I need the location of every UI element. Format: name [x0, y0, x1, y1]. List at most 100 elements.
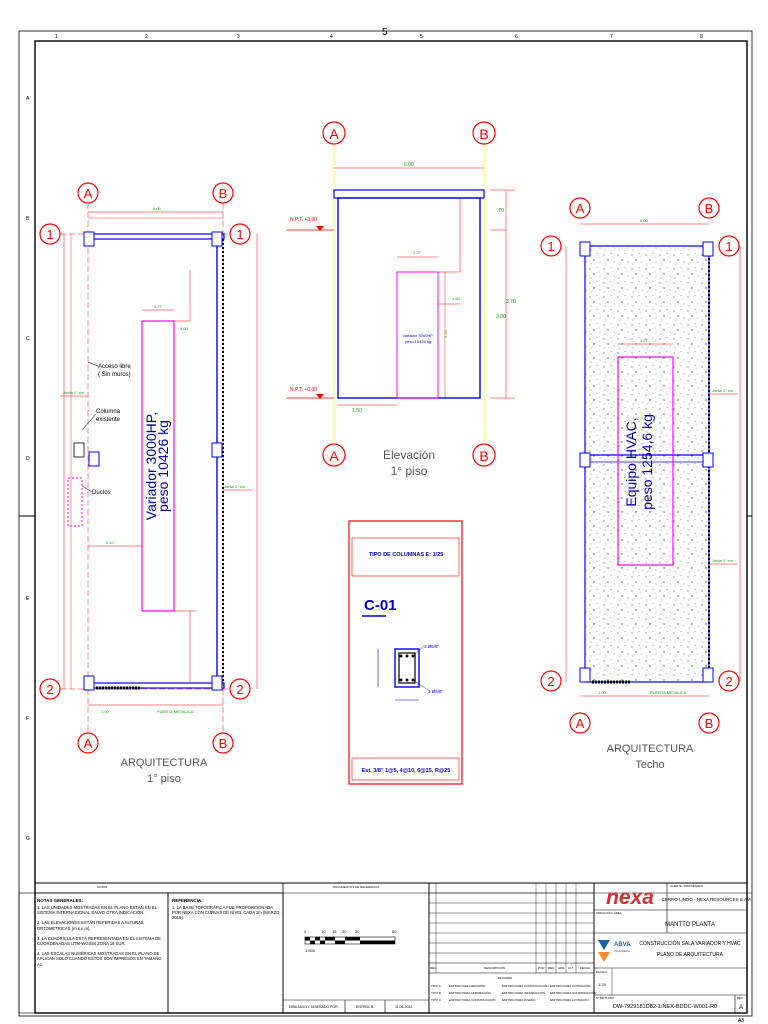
svg-text:B: B — [705, 201, 714, 216]
grid-top-mark: 5 — [382, 27, 388, 38]
scale-label: 1:500 — [305, 948, 316, 953]
escala-value: 1:25 — [598, 982, 607, 987]
elev-subtitle: 1° piso — [391, 464, 428, 478]
axis-b-bottom: B — [212, 732, 234, 754]
svg-text:TIPO C: TIPO C — [431, 998, 442, 1002]
dwg-small: N° DE PLANO — [596, 996, 615, 1000]
svg-text:50: 50 — [392, 929, 397, 934]
grid-row-b: B — [26, 216, 30, 222]
area-name: MANTTO PLANTA — [665, 922, 715, 928]
elev-dim-top-right: .70 — [497, 208, 504, 214]
grid-row-a: A — [26, 96, 30, 102]
svg-text:A: A — [329, 126, 339, 142]
grid-col-3: 3 — [237, 34, 240, 40]
plan2-title: ARQUITECTURA — [607, 743, 694, 755]
notes-header: NOTAS GENERALES: — [37, 898, 84, 903]
door-label: PUERTA METALICA — [157, 709, 194, 714]
label-acceso-1: Acceso libre — [98, 364, 131, 370]
svg-text:EMITIDO PARA CONSTRUCCIÓN: EMITIDO PARA CONSTRUCCIÓN — [550, 990, 596, 995]
elev-axis-b-top: B — [472, 121, 496, 145]
column-detail: TIPO DE COLUMNAS E: 1/25 C-01 3 Ø5/8" 3 … — [348, 520, 463, 785]
label-left-red: Junta 1" cm — [63, 390, 85, 395]
equipment-label-2: peso 10426 kg — [155, 420, 171, 512]
svg-text:POR: POR — [538, 966, 545, 970]
svg-text:A: A — [329, 448, 339, 464]
area-small: UBICACIÓN / ÁREA — [596, 910, 622, 915]
roof-axis-b-top: B — [698, 197, 720, 219]
grid-row-c: C — [26, 336, 30, 342]
revision-table: REV. DESCRIPCIÓN POR REV. APR. CLT. FECH… — [428, 882, 596, 1014]
elevation-first-floor: A B A B 5.00 Variador 3000HP, peso 10426… — [286, 121, 516, 478]
roof-equipment-label-2: peso 1254,6 kg — [639, 414, 655, 510]
plan1-title: ARQUITECTURA — [121, 757, 208, 769]
grid-row-d: D — [26, 456, 30, 462]
dim-side: 3.00 — [180, 326, 189, 331]
column-bars-bottom: 3 Ø5/8" — [428, 689, 444, 694]
svg-text:REV.: REV. — [548, 966, 555, 970]
ref-1: 1. LA BASE TOPOGRÁFICA FUE PROPORCIONADA… — [172, 905, 281, 921]
svg-text:10: 10 — [321, 929, 326, 934]
axis-2-right: 2 — [229, 678, 251, 700]
project-title-1: CONSTRUCCIÓN SALA VARIADOR Y HVAC — [639, 940, 741, 947]
dim-bottom: 1.00 — [101, 709, 110, 714]
svg-text:CLT.: CLT. — [568, 966, 574, 970]
svg-text:B: B — [219, 186, 228, 201]
abva-logo: ABVA INGENIERÍA — [598, 940, 631, 962]
column-bars-top: 3 Ø5/8" — [424, 644, 440, 649]
svg-text:A: A — [576, 201, 585, 216]
svg-text:2: 2 — [236, 682, 243, 697]
grid-col-7: 7 — [610, 34, 613, 40]
roof-label-right-2: Junta 1" cm — [712, 558, 734, 563]
roof-axis-a-top: A — [569, 197, 591, 219]
grid-col-2: 2 — [145, 34, 148, 40]
dim-top: 5.00 — [153, 206, 162, 211]
elev-dim-3: 3.00 — [496, 314, 506, 320]
grid-row-g: G — [26, 836, 30, 842]
svg-text:1: 1 — [46, 227, 53, 242]
svg-text:EMITIDO PARA CONSTRUCCIÓN: EMITIDO PARA CONSTRUCCIÓN — [502, 983, 548, 988]
grid-markers: 1 2 3 4 5 5 6 7 8 A B C D E F G — [19, 27, 752, 842]
grid-col-8: 8 — [700, 34, 703, 40]
elev-dim-150-right: 1.50 — [452, 296, 461, 301]
elev-npt-bottom: N.P.T. +0.00 — [290, 387, 317, 393]
axis-b-top: B — [212, 182, 234, 204]
revision-label: REVISIÓN — [498, 975, 512, 980]
roof-axis-2-right: 2 — [718, 670, 740, 692]
svg-text:2: 2 — [725, 674, 732, 689]
client-name: CERRO LINDO - NEXA RESOURCES S.A.A. — [661, 897, 752, 902]
axis-a-top: A — [77, 182, 99, 204]
svg-text:EMITIDO PARA LICITACIÓN: EMITIDO PARA LICITACIÓN — [550, 997, 589, 1002]
svg-text:EMITIDO PARA COTIZACIÓN: EMITIDO PARA COTIZACIÓN — [550, 983, 590, 988]
label-acceso-2: ( Sin muros) — [98, 372, 131, 378]
note-2: 2. LAS ELEVACIONES ESTÁN REFERIDAS A ALT… — [37, 920, 144, 931]
elev-axis-b-bottom: B — [472, 443, 496, 467]
roof-dim-top: 5.00 — [640, 218, 649, 223]
note-3: 3. LA CUADRÍCULA ESTÁ REPRESENTADA EN EL… — [37, 935, 162, 947]
svg-text:1: 1 — [547, 239, 554, 254]
rev-letter: A — [739, 1005, 743, 1011]
svg-text:EMITIDO PARA REVISIÓN: EMITIDO PARA REVISIÓN — [449, 983, 485, 988]
grid-col-1: 1 — [55, 34, 58, 40]
grid-col-5: 5 — [420, 34, 423, 40]
svg-text:EMITIDO PARA APROBACIÓN: EMITIDO PARA APROBACIÓN — [449, 990, 491, 995]
dim-inner: 1.27 — [154, 304, 163, 309]
label-right-red: Junta 1" cm — [224, 484, 246, 489]
nexa-logo: nexa — [606, 886, 654, 909]
elev-npt-top: N.P.T. +3.00 — [290, 217, 317, 223]
notes-small: NOTAS — [97, 885, 107, 889]
column-stirrups: Est. 3/8" 1@5, 4@10, 6@15, R@25 — [362, 768, 451, 774]
svg-text:TIPO B: TIPO B — [431, 991, 441, 995]
svg-text:B: B — [705, 716, 714, 731]
column-header: TIPO DE COLUMNAS E: 1/25 — [369, 552, 444, 558]
svg-text:0: 0 — [304, 929, 307, 934]
equipment-label-1: Variador 3000HP, — [143, 412, 159, 520]
rev-header-desc: DESCRIPCIÓN — [484, 965, 505, 970]
roof-axis-1-right: 1 — [718, 235, 740, 257]
ref-small: DOCUMENTOS DE REFERENCIA — [333, 885, 380, 889]
svg-text:B: B — [479, 448, 488, 464]
svg-text:ABVA: ABVA — [614, 942, 631, 948]
dwg-number: DW-7929181D82-1/NEX-BDDC-W001-R0 — [613, 1004, 717, 1010]
plan2-subtitle: Techo — [635, 759, 664, 771]
svg-text:TIPO A: TIPO A — [431, 984, 441, 988]
elev-dim-side: 2.23 — [443, 329, 448, 338]
